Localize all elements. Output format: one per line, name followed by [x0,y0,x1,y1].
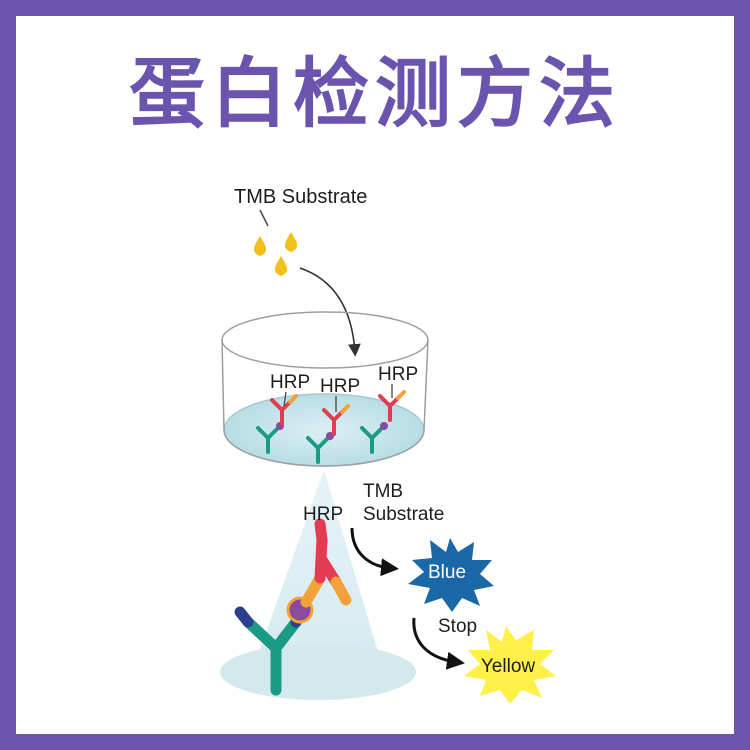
drop-icon [274,256,288,276]
drop-icon [284,232,298,252]
arrow-to-yellow [412,617,465,670]
arrow-to-blue [350,527,399,577]
stop-label: Stop [438,616,477,637]
hrp-zoom-label: HRP [303,504,343,525]
tmb-leader-line [259,209,269,227]
page-title: 蛋白检测方法 [129,49,621,138]
hrp-leader-line [283,391,287,407]
antibody-complex [360,390,406,454]
large-antibody-complex [234,518,352,696]
blue-label: Blue [428,562,466,583]
drop-icon [253,236,267,256]
tmb-substrate-label: TMB Substrate [234,186,367,208]
hrp-label: HRP [378,364,418,385]
hrp-label: HRP [270,372,310,393]
zoom-base [220,644,416,700]
yellow-label: Yellow [481,656,536,677]
drop-arrow [299,267,361,357]
substrate-drops [253,232,298,276]
antibody-complex [306,404,350,464]
blue-burst-icon [408,538,494,612]
tmb-label-line2: Substrate [363,504,444,525]
card-panel: 蛋白检测方法 [16,16,734,734]
hrp-label: HRP [320,376,360,397]
tmb-label-line1: TMB [363,481,403,502]
antibody-complex [256,394,298,454]
yellow-burst-icon [464,626,556,704]
